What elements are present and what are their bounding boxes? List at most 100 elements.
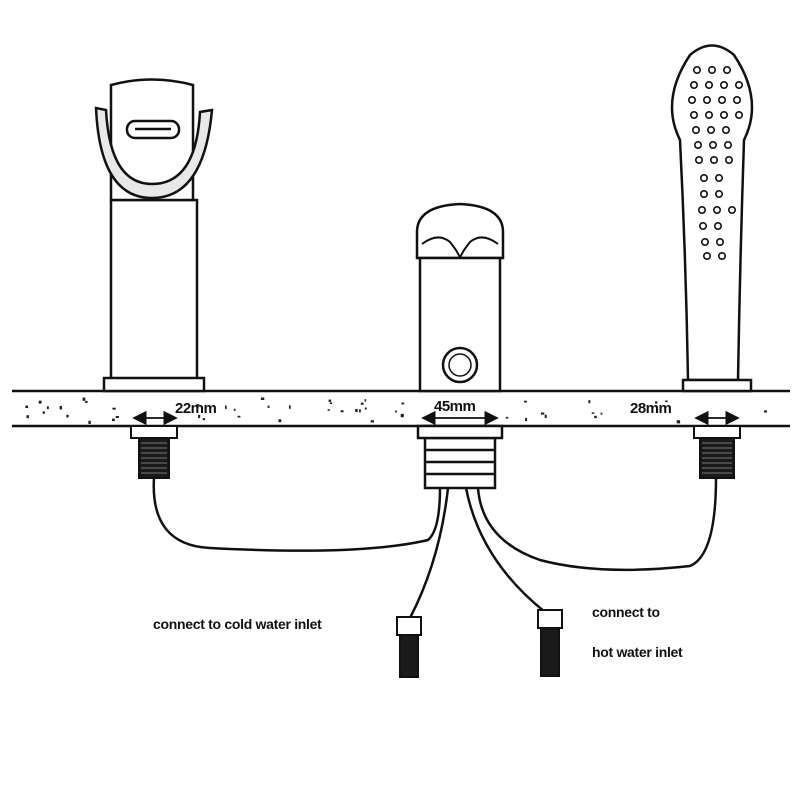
spray-hole — [707, 66, 716, 75]
speckle — [764, 410, 767, 413]
spray-hole — [714, 190, 723, 199]
speckle — [524, 400, 527, 403]
speckle — [198, 414, 201, 419]
hose-shower — [476, 477, 718, 572]
spray-hole — [704, 81, 713, 90]
speckle — [544, 414, 547, 419]
spray-hole — [734, 111, 743, 120]
spray-hole — [694, 156, 703, 165]
cold-inlet-label: connect to cold water inlet — [153, 616, 322, 632]
speckle — [112, 407, 116, 410]
speckle — [328, 399, 332, 402]
spray-hole — [709, 156, 718, 165]
spray-hole — [714, 174, 723, 183]
spray-hole — [693, 141, 702, 150]
speckle — [364, 399, 367, 402]
shank-threads — [141, 442, 732, 474]
speckle — [66, 414, 69, 418]
speckle — [260, 397, 265, 400]
spout-faucet — [94, 78, 214, 393]
speckle — [370, 420, 374, 423]
spray-hole — [698, 222, 707, 231]
speckle — [594, 415, 597, 419]
speckle — [202, 418, 205, 421]
speckle — [233, 408, 236, 411]
spray-hole — [699, 174, 708, 183]
spray-hole — [723, 141, 732, 150]
speckle — [278, 419, 282, 423]
spray-hole — [702, 252, 711, 261]
speckle — [26, 415, 29, 419]
speckle — [600, 412, 603, 415]
spray-hole — [721, 126, 730, 135]
speckle — [355, 408, 358, 413]
spray-hole — [734, 81, 743, 90]
speckle — [340, 410, 344, 413]
speckle — [115, 416, 119, 418]
speckle — [59, 405, 62, 410]
spray-hole — [719, 81, 728, 90]
left-shank — [130, 425, 178, 479]
speckle — [88, 420, 91, 424]
spray-hole — [699, 190, 708, 199]
spray-hole — [715, 238, 724, 247]
dimension-left-label: 22mm — [175, 400, 217, 417]
dimension-right-label: 28mm — [630, 400, 672, 417]
hot-inlet-label-line1: connect to — [592, 604, 660, 620]
spray-hole — [689, 81, 698, 90]
speckle — [591, 412, 595, 414]
speckle — [83, 398, 86, 401]
spray-hole — [697, 206, 706, 215]
speckle — [505, 416, 509, 419]
spray-hole — [713, 222, 722, 231]
speckle — [42, 411, 45, 414]
spray-hole — [708, 141, 717, 150]
spray-hole — [700, 238, 709, 247]
speckle — [196, 404, 200, 406]
speckle — [225, 405, 227, 409]
spray-hole — [689, 111, 698, 120]
speckle — [327, 409, 330, 411]
spray-hole — [706, 126, 715, 135]
cold-inlet-connector — [396, 616, 422, 678]
countertop-texture — [25, 397, 767, 424]
speckle — [289, 405, 291, 409]
hose-hot — [464, 487, 546, 613]
spray-hole — [727, 206, 736, 215]
speckle — [112, 418, 115, 422]
countertop — [12, 389, 790, 428]
speckle — [46, 406, 49, 410]
speckle — [38, 400, 42, 404]
speckle — [655, 401, 658, 404]
speckle — [588, 400, 591, 404]
spray-hole — [724, 156, 733, 165]
spray-hole — [732, 96, 741, 105]
right-shank — [693, 425, 741, 479]
spray-hole — [687, 96, 696, 105]
hand-shower — [670, 44, 754, 393]
hose-spout — [152, 477, 442, 552]
speckle — [676, 420, 681, 424]
spray-hole — [719, 111, 728, 120]
hose-cold — [408, 487, 450, 619]
spray-hole — [704, 111, 713, 120]
spray-hole — [717, 96, 726, 105]
dimension-center-label: 45mm — [434, 398, 476, 415]
speckle — [329, 402, 333, 404]
speckle — [360, 402, 364, 405]
spray-hole — [717, 252, 726, 261]
speckle — [85, 400, 88, 403]
speckle — [364, 407, 367, 410]
hot-inlet-label-line2: hot water inlet — [592, 644, 683, 660]
mixer-valve — [415, 202, 505, 490]
speckle — [267, 405, 270, 408]
speckle — [401, 402, 405, 405]
spray-hole — [712, 206, 721, 215]
speckle — [25, 405, 29, 408]
speckle — [395, 410, 397, 413]
hoses — [152, 477, 718, 619]
spray-hole — [722, 66, 731, 75]
spray-hole — [691, 126, 700, 135]
